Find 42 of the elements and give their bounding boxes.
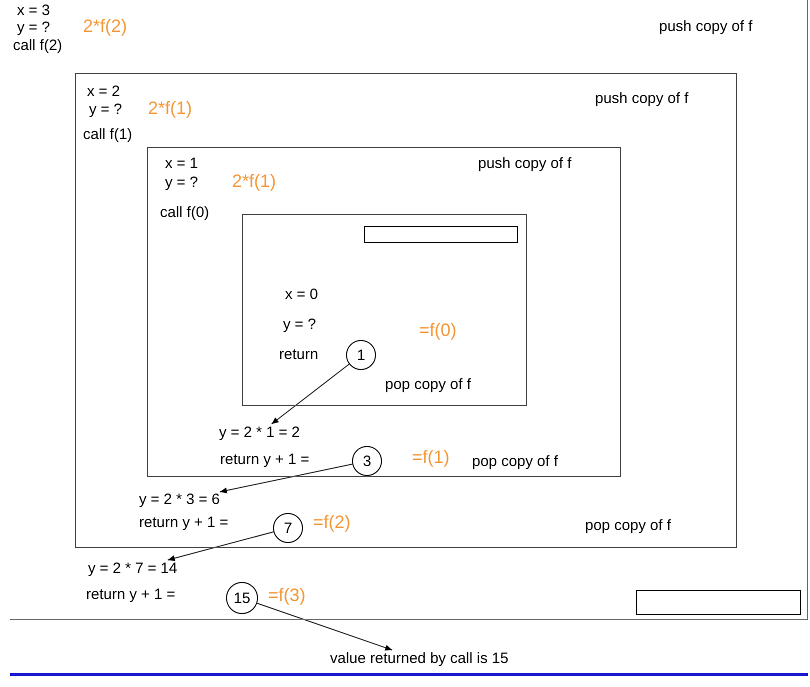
arrow — [167, 531, 274, 562]
code-text: call f(1) — [83, 126, 132, 145]
stack-frame — [242, 214, 527, 406]
code-text: push copy of f — [595, 90, 688, 109]
code-text: pop copy of f — [385, 376, 471, 395]
code-text: y = ? — [89, 101, 122, 120]
code-text: pop copy of f — [585, 517, 671, 536]
code-text: pop copy of f — [472, 453, 558, 472]
assignment-text: y = 2 * 7 = 14 — [88, 560, 178, 579]
code-text: x = 3 — [17, 2, 50, 21]
code-text: x = 1 — [165, 155, 198, 174]
stack-frame — [147, 147, 621, 477]
annotation-text: 2*f(2) — [83, 15, 128, 38]
code-text: call f(0) — [160, 204, 210, 223]
code-text: y = ? — [165, 174, 198, 193]
annotation-text: =f(3) — [268, 584, 306, 606]
code-text: x = 0 — [285, 286, 318, 305]
code-text: return y + 1 = — [86, 586, 176, 605]
annotation-text: 2*f(1) — [148, 97, 192, 120]
code-text: y = ? — [283, 316, 316, 335]
code-text: push copy of f — [478, 155, 572, 174]
arrow — [271, 364, 350, 424]
annotation-text: =f(0) — [419, 319, 457, 342]
code-text: return y + 1 = — [139, 514, 228, 533]
code-text: return — [279, 346, 318, 365]
stack-frame — [75, 73, 737, 548]
assignment-text: y = 2 * 1 = 2 — [219, 424, 300, 443]
code-text: return y + 1 = — [220, 451, 310, 470]
cover-box — [364, 226, 518, 243]
annotation-text: =f(1) — [412, 446, 450, 468]
assignment-text: y = 2 * 3 = 6 — [139, 491, 220, 510]
arrow — [219, 464, 353, 494]
code-text: call f(2) — [13, 37, 62, 56]
annotation-text: =f(2) — [313, 511, 351, 534]
result-text: value returned by call is 15 — [330, 650, 508, 669]
arrow — [256, 602, 393, 651]
code-text: y = ? — [17, 19, 50, 38]
stack-frame — [10, 0, 808, 620]
annotation-text: 2*f(1) — [232, 170, 276, 192]
cover-box — [636, 590, 801, 615]
code-text: x = 2 — [87, 83, 120, 102]
code-text: push copy of f — [659, 18, 752, 37]
